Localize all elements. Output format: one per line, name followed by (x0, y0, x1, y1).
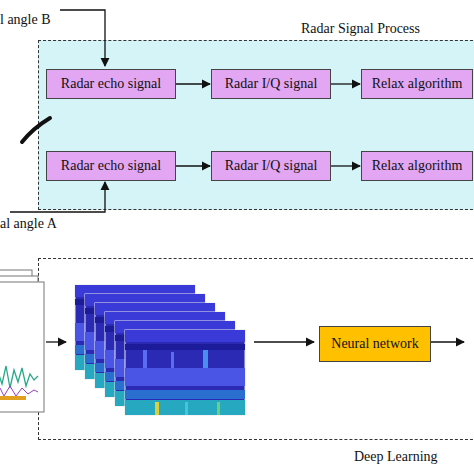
input-label: al angle A (0, 216, 57, 232)
process-box: Radar I/Q signal (211, 69, 331, 99)
network-box: Neural network (319, 326, 431, 362)
process-group: Radar Signal ProcessRadar echo signalRad… (38, 40, 474, 210)
box-label: Radar I/Q signal (225, 76, 318, 92)
box-label: Radar echo signal (61, 76, 161, 92)
flow-arrow (431, 341, 464, 342)
process-group: Deep LearningNeural network (38, 258, 474, 440)
process-box: Radar echo signal (46, 69, 176, 99)
process-box: Relax algorithm (361, 151, 473, 181)
process-box: Relax algorithm (361, 69, 473, 99)
box-label: Neural network (331, 336, 418, 352)
flow-arrow (46, 341, 66, 342)
flow-arrow (331, 165, 360, 166)
flow-arrow (176, 83, 210, 84)
box-label: Relax algorithm (372, 158, 463, 174)
process-box: Radar echo signal (46, 151, 176, 181)
heatmap-stack (75, 285, 245, 415)
box-label: Radar echo signal (61, 158, 161, 174)
box-label: Radar I/Q signal (225, 158, 318, 174)
flow-arrow (254, 341, 314, 342)
flow-arrow (176, 165, 210, 166)
box-label: Relax algorithm (372, 76, 463, 92)
flow-arrow (331, 83, 360, 84)
group-heading: Radar Signal Process (301, 21, 420, 37)
group-heading: Deep Learning (354, 449, 438, 465)
input-label: l angle B (0, 12, 51, 28)
process-box: Radar I/Q signal (211, 151, 331, 181)
